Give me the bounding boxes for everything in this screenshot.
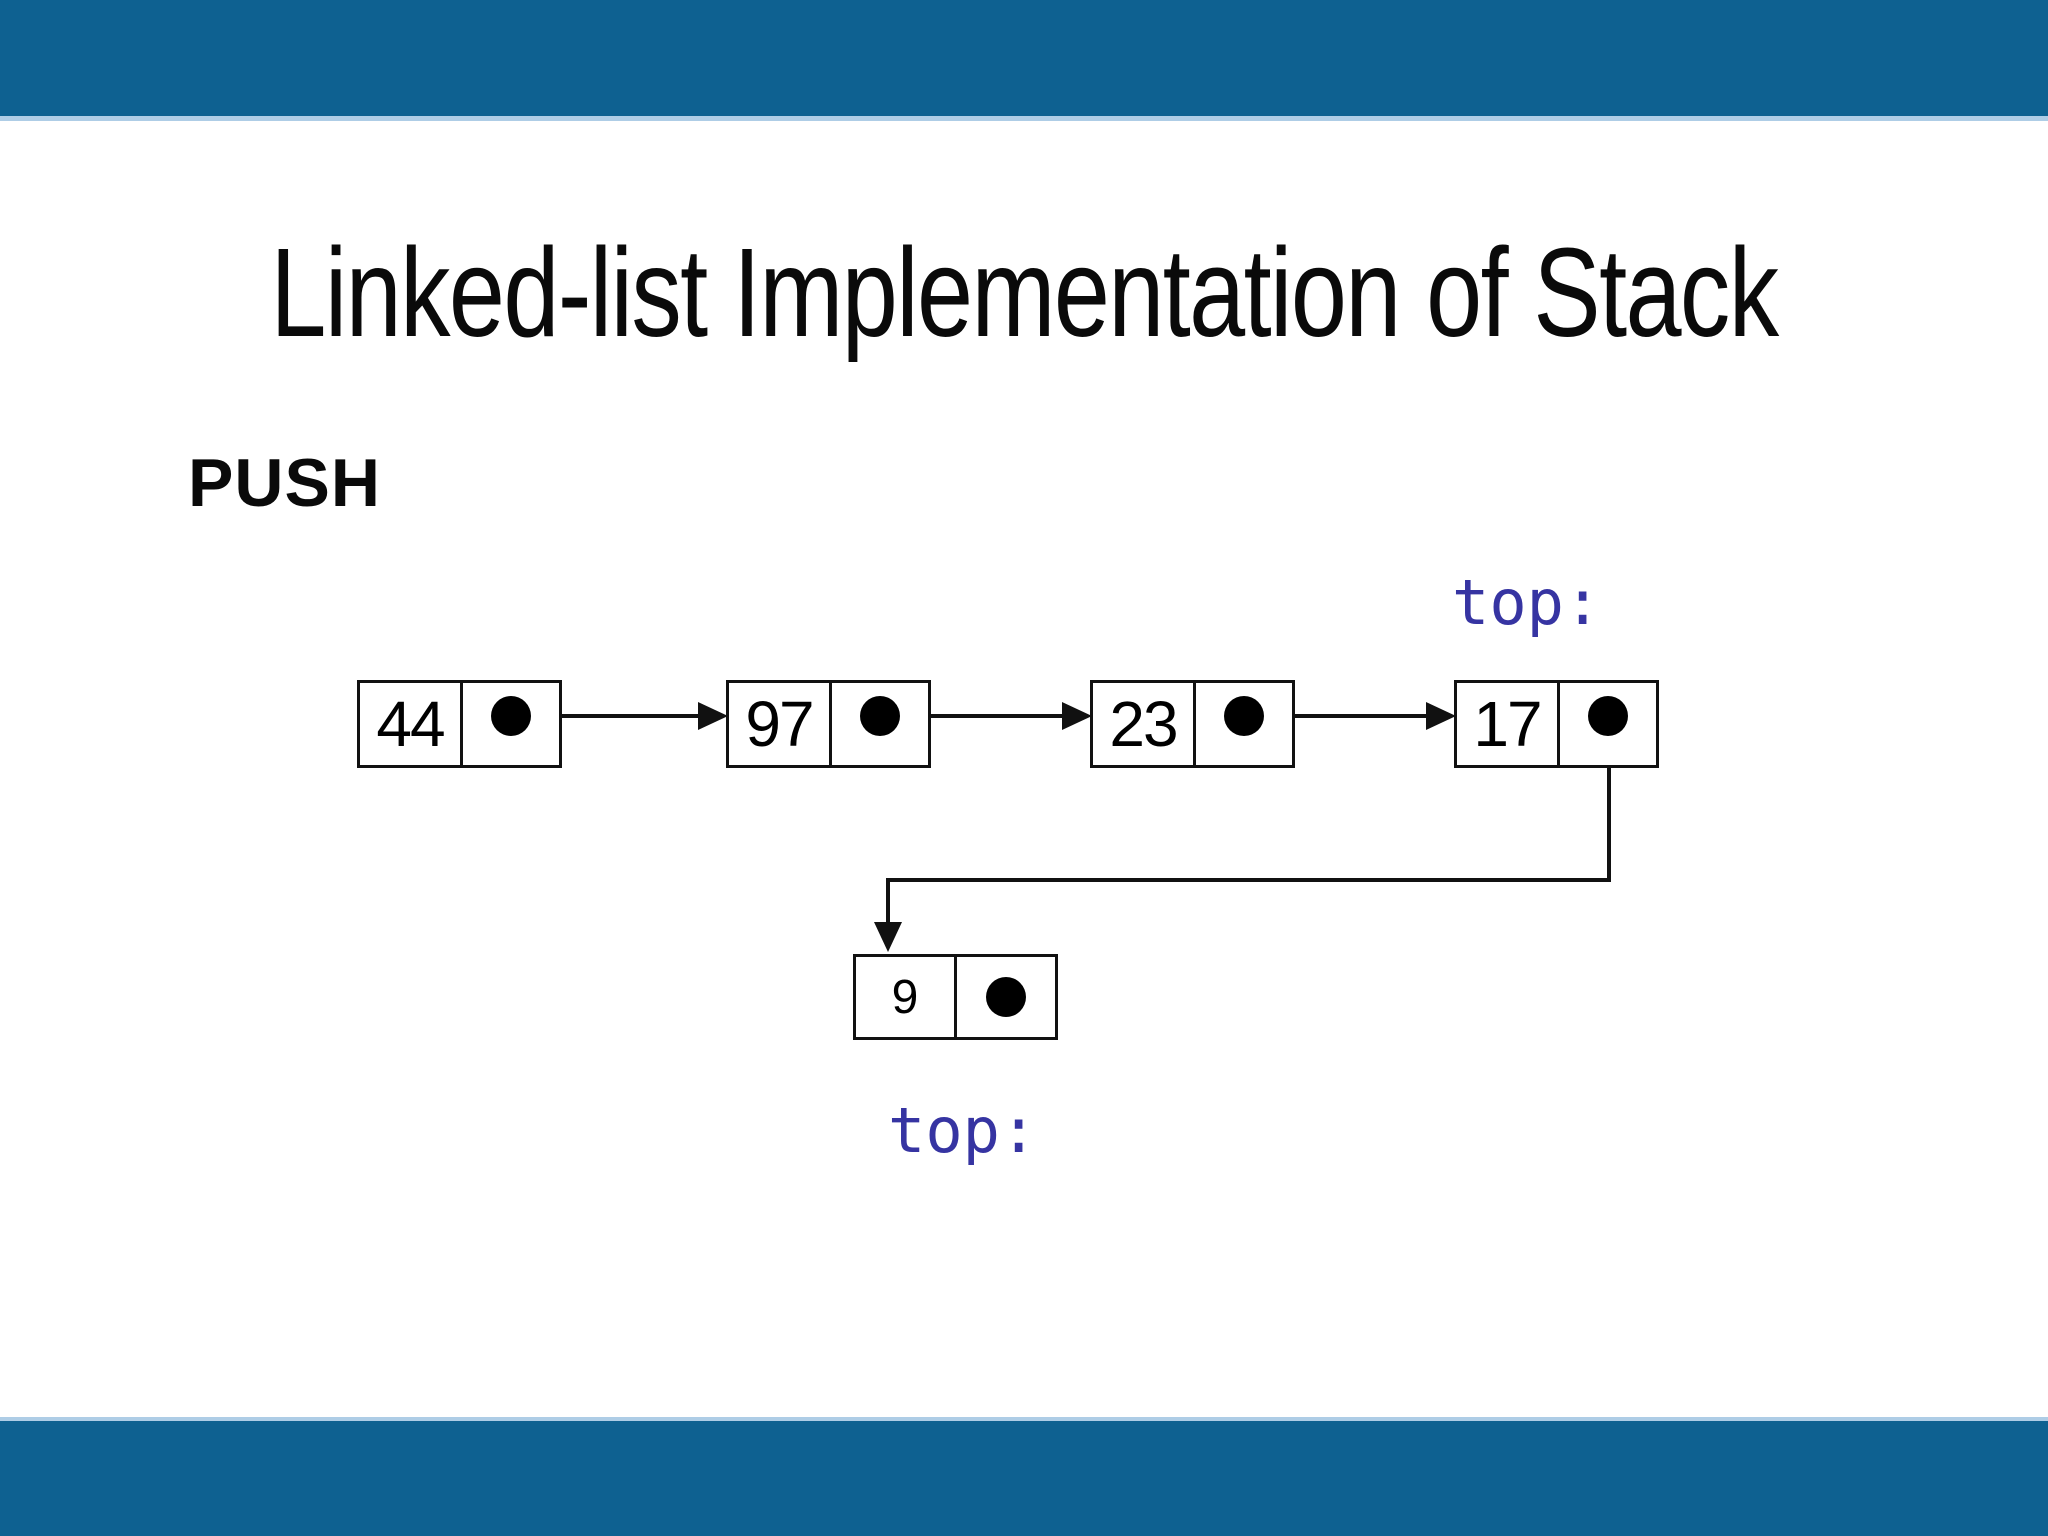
- node-pointer-cell: [1557, 680, 1659, 768]
- operation-label: PUSH: [188, 445, 381, 521]
- node-pointer-cell: [954, 954, 1058, 1040]
- pointer-dot-icon: [491, 696, 531, 736]
- slide-title-text: Linked-list Implementation of Stack: [270, 222, 1779, 363]
- arrowhead-icon: [698, 702, 728, 730]
- top-pointer-label: top:: [1452, 566, 1602, 639]
- top-banner: [0, 0, 2048, 121]
- node-value: 97: [726, 680, 832, 768]
- new-top-pointer-label: top:: [888, 1094, 1038, 1167]
- list-node: 44: [357, 680, 562, 768]
- slide-title: Linked-list Implementation of Stack: [0, 228, 2048, 358]
- node-value: 44: [357, 680, 463, 768]
- arrowhead-icon: [874, 922, 902, 952]
- list-node: 23: [1090, 680, 1295, 768]
- arrowhead-icon: [1062, 702, 1092, 730]
- node-value: 9: [853, 954, 957, 1040]
- list-node: 17: [1454, 680, 1659, 768]
- node-pointer-cell: [460, 680, 562, 768]
- pointer-dot-icon: [1224, 696, 1264, 736]
- pointer-dot-icon: [1588, 696, 1628, 736]
- node-value: 23: [1090, 680, 1196, 768]
- bottom-banner: [0, 1417, 2048, 1536]
- pointer-dot-icon: [986, 977, 1026, 1017]
- node-value: 17: [1454, 680, 1560, 768]
- node-pointer-cell: [1193, 680, 1295, 768]
- pointer-dot-icon: [860, 696, 900, 736]
- node-pointer-cell: [829, 680, 931, 768]
- new-list-node: 9: [853, 954, 1058, 1040]
- list-node: 97: [726, 680, 931, 768]
- arrowhead-icon: [1426, 702, 1456, 730]
